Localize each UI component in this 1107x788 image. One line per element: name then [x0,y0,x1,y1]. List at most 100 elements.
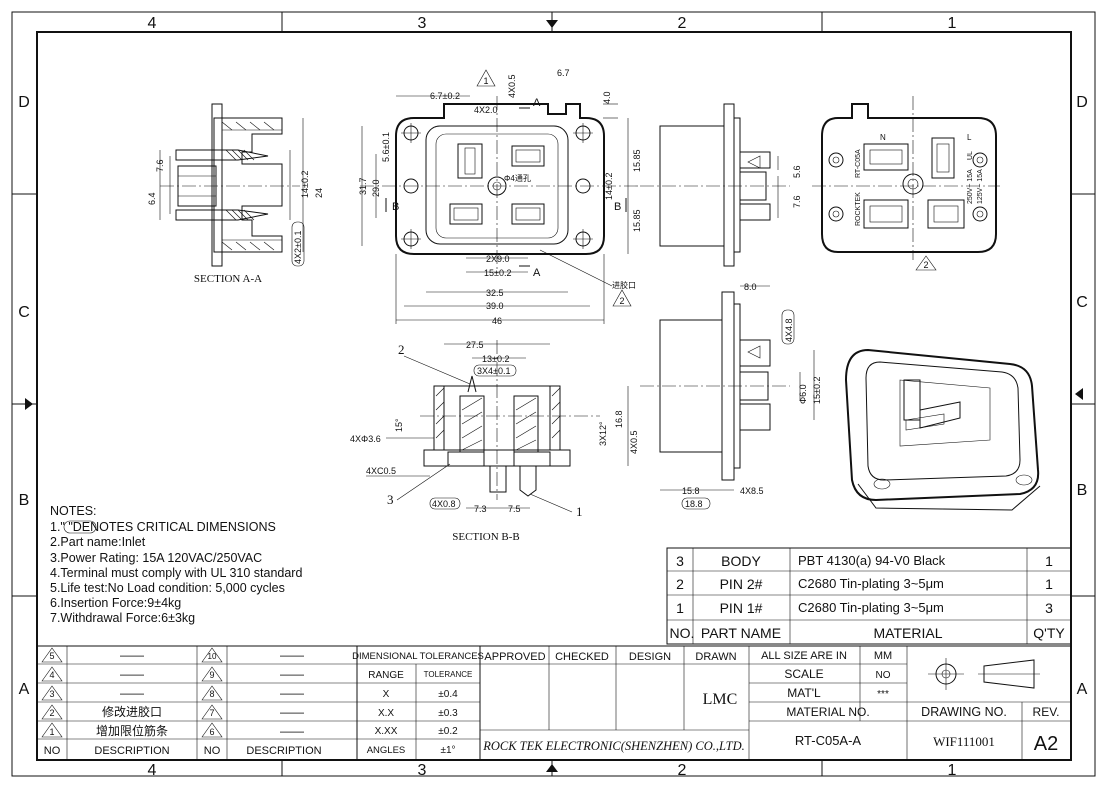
section-marker-a-top: A [533,97,541,109]
dim-3x12-deg: 3X12° [598,421,608,446]
bom-header-material: MATERIAL [874,625,943,641]
bom-row-3-qty: 1 [1045,553,1053,569]
bom-row-1-no: 1 [676,600,684,616]
dim-18.8: 18.8 [685,499,703,509]
bom-table: 3 BODY PBT 4130(a) 94-V0 Black 1 2 PIN 2… [666,547,1072,645]
bom-row-2-no: 2 [676,576,684,592]
dim-24: 24 [314,188,324,198]
rear-label-n: N [880,133,886,142]
rev-right-no-8: 8 [209,689,214,699]
title-block: APPROVED CHECKED DESIGN DRAWN LMC ROCK T… [479,645,1072,761]
dim-7.6: 7.6 [155,159,165,172]
note-4: 4.Terminal must comply with UL 310 stand… [50,566,302,580]
note-1: 1." "DENOTES CRITICAL DIMENSIONS [50,520,276,534]
drawing-no-label: DRAWING NO. [921,705,1007,719]
section-aa-view: 7.6 6.4 14±0.2 24 4X2±0.1 SECTION A-A [147,103,324,285]
front-view: 6.7±0.2 4X2.0 4X0.5 6.7 4.0 1 A 5.6±0.1 … [358,68,642,326]
material-no-value: RT-C05A-A [795,733,862,748]
company-name: ROCK TEK ELECTRONIC(SHENZHEN) CO.,LTD. [482,739,745,753]
dim-16.8: 16.8 [614,410,624,428]
rear-view: N L RT-C05A ROCKTEK 250V~ 15A 125V~ 15A … [812,96,1000,271]
col-label-1: 1 [948,15,957,32]
dim-4.0: 4.0 [602,91,612,104]
drawing-no-value: WIF111001 [933,734,995,749]
bom-row-1-material: C2680 Tin-plating 3~5μm [798,600,944,615]
dim-5.6: 5.6±0.1 [381,132,391,162]
callout-1: 1 [576,504,583,519]
col-label-3-bottom: 3 [418,762,427,779]
section-aa-label: SECTION A-A [194,273,262,285]
row-label-b: B [19,492,30,509]
dim-15.85-top: 15.85 [632,149,642,172]
rev-value: A2 [1034,733,1058,755]
dim-14-aa: 14±0.2 [300,171,310,198]
tolerance-table: DIMENSIONAL TOLERANCES RANGE TOLERANCE X… [352,645,484,761]
rev-mark-1-front: 1 [483,76,488,86]
tolerance-range-xx: X.X [378,708,394,719]
approved-label: APPROVED [484,651,545,663]
rev-left-no-5: 5 [49,651,54,661]
tolerance-value-xx: ±0.3 [438,708,458,719]
matl-label: MAT'L [787,686,821,700]
dim-4x0.5: 4X0.5 [507,74,517,98]
col-label-1-bottom: 1 [948,762,957,779]
dim-4x-dia-3.6: 4XΦ3.6 [350,434,381,444]
rev-right-desc-10: —— [280,648,304,662]
dim-46: 46 [492,316,502,326]
dim-4x2.0: 4X2.0 [474,105,498,115]
rev-footer-desc-left: DESCRIPTION [94,745,169,757]
rev-right-no-7: 7 [209,708,214,718]
bom-row-3-material: PBT 4130(a) 94-V0 Black [798,553,946,568]
tolerance-title: DIMENSIONAL TOLERANCES [352,651,484,662]
dim-4x8.5: 4X8.5 [740,486,764,496]
tolerance-value-angles: ±1° [440,745,455,756]
rev-mark-2-rear: 2 [923,260,928,270]
design-label: DESIGN [629,651,671,663]
rev-right-desc-7: —— [280,705,304,719]
drawing-frame [11,11,1096,777]
dim-4xc0.5: 4XC0.5 [366,466,396,476]
tolerance-value-xxx: ±0.2 [438,726,458,737]
note-5: 5.Life test:No Load condition: 5,000 cyc… [50,581,285,595]
projection-symbol-icon [928,658,1040,690]
rev-left-no-1: 1 [49,727,54,737]
bom-header-part: PART NAME [701,625,781,641]
col-label-2: 2 [678,15,687,32]
row-label-b-right: B [1077,482,1088,499]
bom-row-2-qty: 1 [1045,576,1053,592]
bom-row-2-part: PIN 2# [720,576,763,592]
tolerance-tol-header: TOLERANCE [424,670,473,679]
dim-7.6-side: 7.6 [792,195,802,208]
drawn-by: LMC [703,691,738,708]
dim-2x9.0: 2X9.0 [486,254,510,264]
bom-row-3-no: 3 [676,553,684,569]
dim-4x2: 4X2±0.1 [293,231,303,264]
rear-ul-mark: UL [967,151,974,160]
rev-left-no-4: 4 [49,670,54,680]
dim-3x4: 3X4±0.1 [477,366,510,376]
checked-label: CHECKED [555,651,609,663]
dim-7.5: 7.5 [508,504,521,514]
notes-title: NOTES: [50,504,97,518]
rev-footer-no-left: NO [44,745,61,757]
rear-brand-label: ROCKTEK [855,192,862,226]
row-label-d: D [18,94,30,111]
rev-left-desc-4: —— [120,667,144,681]
dim-14-front: 14±0.2 [604,173,614,200]
isometric-view [844,348,1041,511]
rear-rating-1: 250V~ 15A [967,169,974,204]
tolerance-range-header: RANGE [368,670,404,681]
dim-4x4.8: 4X4.8 [784,318,794,342]
col-label-2-bottom: 2 [678,762,687,779]
rear-rating-2: 125V~ 15A [977,169,984,204]
rev-mark-2-front: 2 [619,296,624,306]
note-2: 2.Part name:Inlet [50,535,146,549]
rev-left-desc-1: 增加限位筋条 [96,723,168,738]
rev-left-desc-3: —— [120,686,144,700]
drawn-label: DRAWN [695,651,736,663]
dim-6.4: 6.4 [147,192,157,205]
note-6: 6.Insertion Force:9±4kg [50,596,181,610]
tolerance-range-x: X [383,689,390,700]
col-label-3: 3 [418,15,427,32]
dim-15.85-bottom: 15.85 [632,209,642,232]
